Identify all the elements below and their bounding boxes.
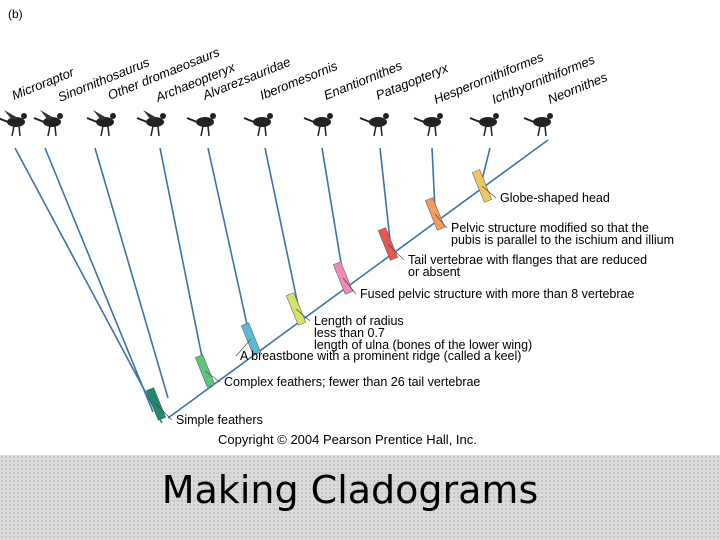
taxon-silhouette: [413, 113, 443, 137]
branch-1: [14, 147, 163, 424]
panel-label: (b): [8, 7, 23, 21]
taxon-silhouette: [469, 113, 499, 137]
taxon-silhouette: [523, 113, 553, 137]
taxon-silhouettes: [0, 110, 553, 137]
character-marks: [145, 169, 497, 421]
character-label: Tail vertebrae with flanges that are red…: [408, 253, 647, 279]
character-label: Fused pelvic structure with more than 8 …: [360, 287, 634, 301]
branch-7: [321, 147, 344, 276]
taxon-silhouette: [243, 113, 273, 137]
taxon-silhouette: [186, 113, 216, 137]
taxon-silhouette: [136, 110, 166, 137]
taxon-silhouette: [303, 113, 333, 137]
character-labels: Simple feathers Complex feathers; fewer t…: [176, 191, 674, 427]
character-label: A breastbone with a prominent ridge (cal…: [240, 349, 521, 363]
branch-8: [379, 147, 391, 241]
character-label: Complex feathers; fewer than 26 tail ver…: [224, 375, 480, 389]
branch-3: [94, 147, 169, 399]
taxon-silhouette: [359, 113, 389, 137]
branch-9: [431, 147, 436, 211]
character-label: Globe-shaped head: [500, 191, 610, 205]
slide-title: Making Cladograms: [161, 468, 539, 512]
taxon-silhouette: [0, 110, 27, 137]
branch-6: [264, 147, 299, 306]
taxon-silhouette: [33, 110, 63, 137]
branch-5: [207, 147, 251, 339]
copyright-text: Copyright © 2004 Pearson Prentice Hall, …: [218, 432, 477, 447]
branch-2: [44, 147, 154, 413]
branch-4: [159, 147, 206, 373]
title-banner: [0, 455, 720, 540]
taxon-silhouette: [86, 110, 116, 137]
branch-10: [481, 147, 491, 181]
character-label: Simple feathers: [176, 413, 263, 427]
